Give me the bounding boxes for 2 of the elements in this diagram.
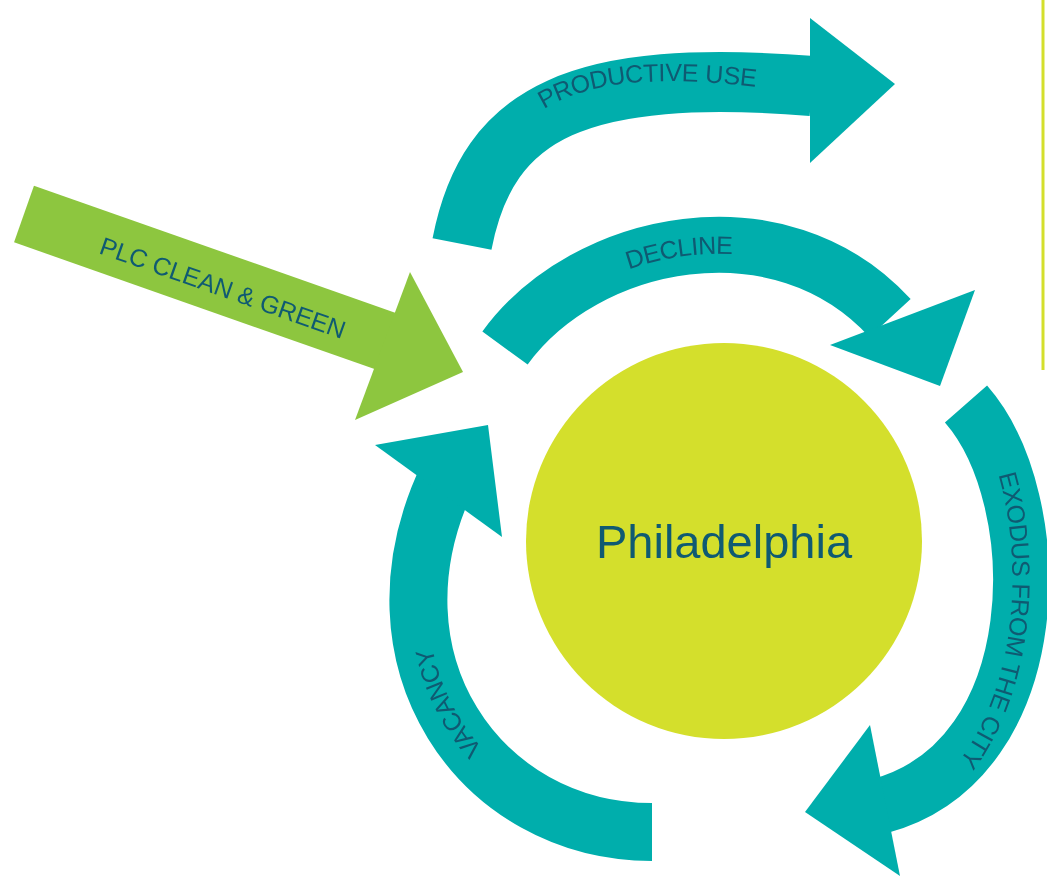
city-name: Philadelphia [595, 513, 853, 569]
arrow-label: DECLINE [621, 230, 734, 275]
